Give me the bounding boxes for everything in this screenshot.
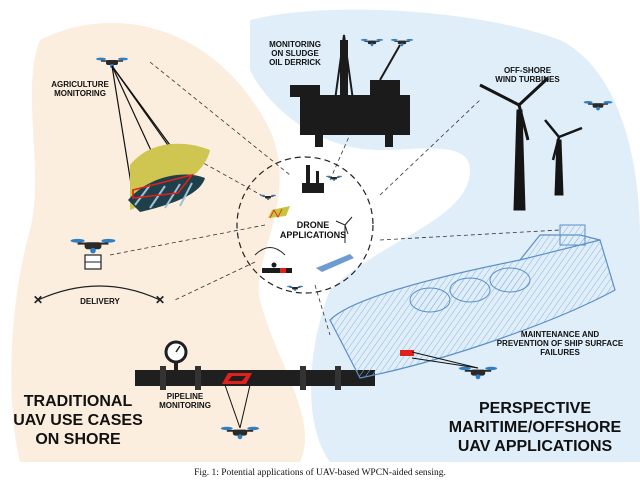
- hub-field-icon: [268, 206, 290, 219]
- drone-applications-label: DRONE APPLICATIONS: [279, 220, 347, 241]
- ship-icon: [329, 224, 616, 379]
- hub-drone-icon-3: [286, 285, 304, 292]
- pipeline-view-lines: [224, 384, 251, 429]
- pipeline-label: PIPELINE MONITORING: [159, 392, 211, 411]
- wind-turbine-icon: [479, 76, 583, 211]
- ship-view-lines: [411, 351, 479, 369]
- field-icon: [128, 143, 210, 212]
- hub-delivery-arc: [254, 247, 286, 256]
- pressure-gauge-icon: [164, 340, 188, 370]
- delivery-label: DELIVERY: [80, 297, 120, 306]
- maintenance-label: MAINTENANCE AND PREVENTION OF SHIP SURFA…: [496, 330, 624, 358]
- shore-background: [11, 22, 306, 462]
- traditional-uses-label: TRADITIONAL UAV USE CASES ON SHORE: [13, 393, 143, 448]
- delivery-start-marker: ✕: [33, 293, 43, 307]
- drone-applications-hub: [236, 156, 374, 294]
- hub-drone-icon: [325, 175, 343, 182]
- figure-caption: Fig. 1: Potential applications of UAV-ba…: [194, 468, 446, 478]
- delivery-route: [37, 285, 161, 301]
- oil-rig-icon: [290, 34, 410, 147]
- agriculture-label: AGRICULTURE MONITORING: [51, 80, 109, 99]
- delivery-end-marker: ✕: [155, 293, 165, 307]
- hub-ship-icon: [316, 254, 354, 272]
- hub-wind-turbine-icon: [335, 216, 353, 243]
- hub-pipeline-icon: [262, 262, 292, 273]
- pipeline-icon: [135, 366, 375, 390]
- sludge-oil-label: MONITORING ON SLUDGE OIL DERRICK: [269, 40, 321, 68]
- wind-turbines-label: OFF-SHORE WIND TURBINES: [495, 66, 560, 85]
- package-icon: [84, 254, 102, 270]
- hub-oil-rig-icon: [302, 165, 324, 193]
- perspective-maritime-label: PERSPECTIVE MARITIME/OFFSHORE UAV APPLIC…: [448, 400, 622, 455]
